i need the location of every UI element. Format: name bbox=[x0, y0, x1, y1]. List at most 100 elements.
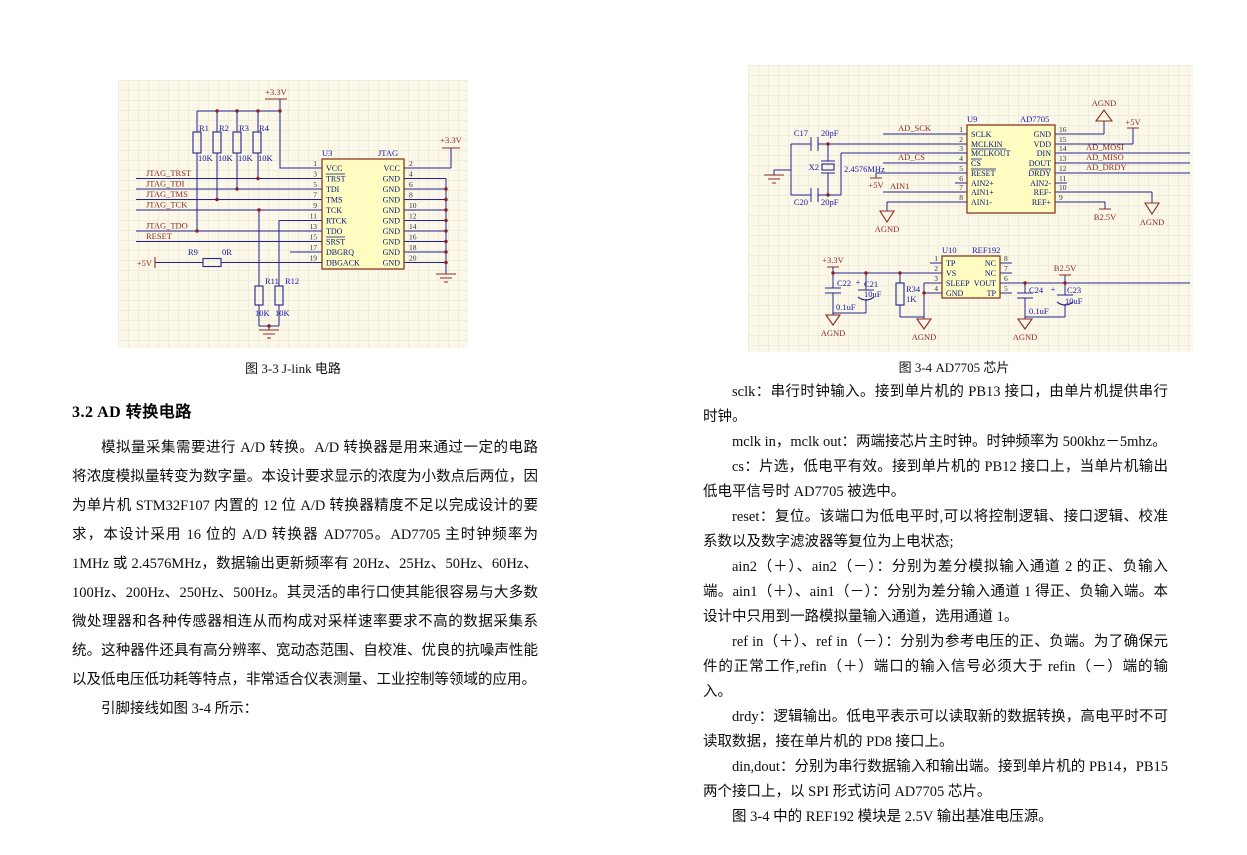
paragraph: ain2（＋）、ain2（－）：分别为差分模拟输入通道 2 的正、负输入端。ai… bbox=[703, 559, 1168, 625]
part-name: REF192 bbox=[972, 245, 1000, 255]
pin-name: NC bbox=[985, 259, 996, 268]
pin-number: 6 bbox=[409, 180, 413, 189]
ref-des: R9 bbox=[188, 247, 198, 257]
pin-name: TDO bbox=[326, 227, 343, 236]
pin-number: 4 bbox=[409, 170, 413, 179]
pin-name: DOUT bbox=[1029, 159, 1051, 168]
power-label: +3.3V bbox=[265, 87, 287, 97]
pin-number: 7 bbox=[313, 191, 317, 200]
power-label: AGND bbox=[912, 332, 937, 342]
ref-des: X2 bbox=[809, 162, 819, 172]
pin-name: GND bbox=[383, 185, 401, 194]
agnd-triangle-icon bbox=[915, 318, 933, 330]
pin-number: 15 bbox=[310, 233, 318, 242]
power-symbols bbox=[154, 98, 460, 339]
net-label: JTAG_TCK bbox=[146, 200, 188, 210]
pin-name: VOUT bbox=[974, 279, 996, 288]
pin-name: GND bbox=[946, 289, 964, 298]
left-text-column: 模拟量采集需要进行 A/D 转换。A/D 转换器是用来通过一定的电路将浓度模拟量… bbox=[72, 434, 538, 724]
ground-icon bbox=[436, 272, 456, 283]
resistor-symbols bbox=[192, 131, 284, 306]
pin-name: AIN2+ bbox=[971, 179, 994, 188]
power-symbols bbox=[764, 109, 1161, 330]
polarity-mark: + bbox=[1051, 284, 1056, 294]
figure-caption-3-4: 图 3-4 AD7705 芯片 bbox=[898, 360, 1010, 375]
pin-number: 4 bbox=[934, 284, 938, 293]
pin-name: DBGRQ bbox=[326, 248, 354, 257]
pin-number: 17 bbox=[310, 243, 318, 252]
net-label: AD_DRDY bbox=[1086, 162, 1127, 172]
value: 0.1uF bbox=[836, 302, 856, 312]
pin-name: GND bbox=[383, 217, 401, 226]
pin-number: 3 bbox=[959, 144, 963, 153]
net-label: JTAG_TDO bbox=[146, 221, 188, 231]
value: 20pF bbox=[821, 197, 839, 207]
power-label: AGND bbox=[1140, 217, 1165, 227]
pin-number: 1 bbox=[959, 125, 963, 134]
pin-number: 6 bbox=[1004, 274, 1008, 283]
pin-name: GND bbox=[1034, 130, 1052, 139]
power-label: +5V bbox=[868, 180, 884, 190]
ref-des: C23 bbox=[1067, 285, 1081, 295]
paragraph: cs：片选，低电平有效。接到单片机的 PB12 接口上，当单片机输出低电平信号时… bbox=[703, 459, 1168, 500]
pin-name: VCC bbox=[326, 164, 342, 173]
cap-icon bbox=[825, 287, 841, 294]
polarity-mark: + bbox=[856, 277, 861, 287]
pin-number: 2 bbox=[409, 159, 413, 168]
pin-name: REF- bbox=[1034, 188, 1052, 197]
pin-number: 1 bbox=[934, 254, 938, 263]
paragraph: 图 3-4 中的 REF192 模块是 2.5V 输出基准电压源。 bbox=[732, 809, 1053, 825]
pin-name: TP bbox=[946, 259, 956, 268]
paragraph: ref in（＋）、ref in（－）：分别为参考电压的正、负端。为了确保元件的… bbox=[703, 634, 1168, 700]
ref-des: R4 bbox=[259, 123, 270, 133]
ref-des: R12 bbox=[285, 276, 299, 286]
pin-number: 11 bbox=[310, 212, 317, 221]
agnd-triangle-icon bbox=[1094, 109, 1114, 122]
pin-number: 14 bbox=[1059, 144, 1067, 153]
figure-ad7705-schematic: AD_SCK AD_CS AIN1 AD_MOSI AD_MISO AD_DRD… bbox=[748, 65, 1193, 352]
pin-number: 8 bbox=[959, 193, 963, 202]
value: 1K bbox=[906, 294, 917, 304]
pin-name: MCLKOUT bbox=[971, 149, 1011, 158]
pin-name: SCLK bbox=[971, 130, 992, 139]
pin-number: 6 bbox=[959, 174, 963, 183]
power-label: B2.5V bbox=[1094, 212, 1117, 222]
pin-number: 18 bbox=[409, 243, 417, 252]
polarized-cap-icon bbox=[857, 289, 875, 301]
agnd-triangle-icon bbox=[1143, 202, 1161, 216]
power-label: +5V bbox=[1125, 117, 1141, 127]
part-name: JTAG bbox=[378, 148, 398, 158]
junction-dots bbox=[195, 109, 448, 328]
ref-des: U3 bbox=[322, 148, 332, 158]
ref-des: C21 bbox=[864, 279, 878, 289]
pin-name: DIN bbox=[1037, 149, 1051, 158]
value: 10K bbox=[198, 153, 214, 163]
value: 10K bbox=[258, 153, 274, 163]
pin-number: 10 bbox=[1059, 183, 1067, 192]
ref-des: R11 bbox=[265, 276, 279, 286]
agnd-triangle-icon bbox=[878, 210, 896, 224]
power-label: AGND bbox=[821, 328, 846, 338]
power-label: +3.3V bbox=[440, 135, 462, 145]
pin-name: TP bbox=[987, 289, 997, 298]
value: 20pF bbox=[821, 128, 839, 138]
pin-number: 20 bbox=[409, 254, 417, 263]
pin-number: 4 bbox=[959, 154, 963, 163]
ad7705-schematic-svg: AD_SCK AD_CS AIN1 AD_MOSI AD_MISO AD_DRD… bbox=[764, 98, 1190, 342]
net-label: AD_CS bbox=[898, 152, 925, 162]
pin-number: 3 bbox=[313, 170, 317, 179]
value: 0R bbox=[222, 247, 232, 257]
pin-name: GND bbox=[383, 196, 401, 205]
pin-name: DBGACK bbox=[326, 259, 360, 268]
pin-number: 8 bbox=[409, 191, 413, 200]
agnd-triangle-icon bbox=[824, 314, 842, 326]
pin-number: 3 bbox=[934, 274, 938, 283]
value: 10uF bbox=[1065, 296, 1083, 306]
ref-des: C24 bbox=[1029, 285, 1044, 295]
power-label: AGND bbox=[1013, 332, 1038, 342]
pin-number: 13 bbox=[310, 222, 318, 231]
agnd-triangle-icon bbox=[1016, 318, 1034, 330]
paragraph: drdy：逻辑输出。低电平表示可以读取新的数据转换，高电平时不可读取数据，接在单… bbox=[703, 709, 1168, 750]
jlink-schematic-svg: +3.3V +3.3V +5V JTAG_TRST JTAG_TDI JTAG_… bbox=[136, 87, 463, 339]
